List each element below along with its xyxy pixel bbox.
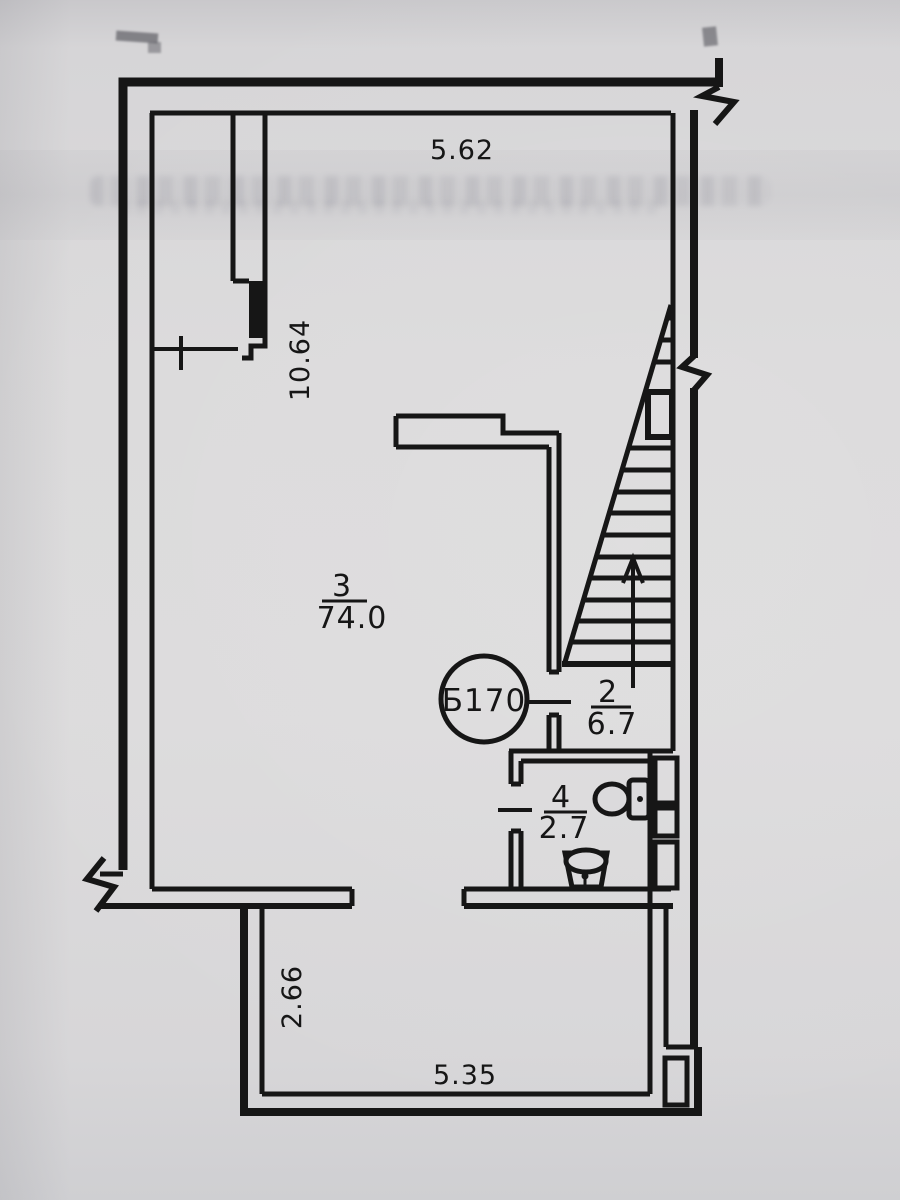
dimension-lower-height-label: 2.66 [277,965,308,1029]
bleed-through-text-smudge-2 [120,200,660,214]
room-3-number: 3 [332,569,352,604]
stair-niche [645,389,675,440]
scan-artifact [148,42,161,53]
bathroom-walls [498,748,690,1108]
stairwell-west-wall [393,413,571,751]
interior-walls [149,110,698,1097]
sink-icon [561,847,610,890]
break-icon-top-right [693,84,740,126]
stair-direction-arrow-icon [621,552,645,688]
break-icon-bottom-left [81,856,119,913]
room-2-number: 2 [598,675,618,710]
dimension-lower-width-label: 5.35 [433,1060,497,1091]
stair-stringer [562,304,674,663]
outer-walls [98,58,723,1116]
wall-jamb-filled [249,281,264,338]
toilet-icon [592,777,652,821]
top-left-shaft [152,113,268,370]
unit-label-circle [438,653,530,745]
room-4-number: 4 [551,780,571,815]
labels: 5.62 10.64 2.66 5.35 3 74.0 2 6.7 4 2.7 … [277,135,638,1091]
dimension-left-label: 10.64 [285,319,316,401]
staircase-icon [562,304,675,688]
room-3-area: 74.0 [317,601,388,636]
break-icon-right [676,353,713,392]
room-2-area: 6.7 [587,707,638,742]
dimension-top-label: 5.62 [430,135,494,166]
label-underlines [322,599,631,814]
unit-label: Б170 [442,683,526,719]
bleed-through-text-smudge [90,176,770,206]
ventilation-shafts-icon [652,755,690,1108]
room-4-area: 2.7 [539,811,590,846]
vent-shaft-lower [662,1055,690,1108]
wall-break-symbols [81,84,740,913]
